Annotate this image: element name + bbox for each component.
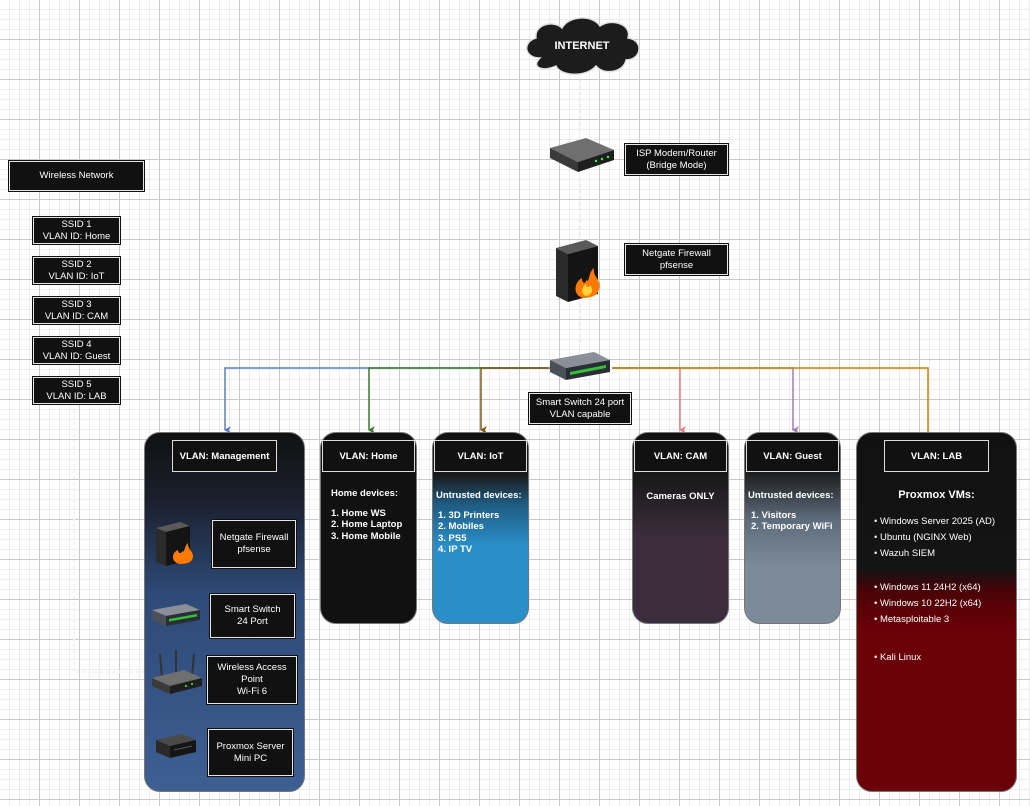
list-item: 2. Temporary WiFi (751, 521, 833, 532)
vlan-lab-vm-list: • Windows Server 2025 (AD) • Ubuntu (NGI… (874, 514, 995, 666)
vlan-iot-heading: Untrusted devices: (436, 490, 522, 501)
list-item: 1. Visitors (751, 509, 797, 521)
vlan-cam-details: Cameras ONLY (632, 491, 729, 503)
list-item: 4. IP TV (438, 544, 473, 555)
list-item: 3. PS5 (438, 532, 467, 544)
link-switch-iot (480, 367, 560, 434)
vlan-lab-title: VLAN: LAB (884, 440, 989, 472)
list-item: • Windows 11 24H2 (x64) (874, 582, 981, 593)
vlan-guest-details: Untrusted devices: 1. Visitors 2. Tempor… (748, 490, 834, 533)
list-item: 1. Home WS (331, 507, 386, 519)
internet-label: INTERNET (554, 40, 610, 52)
switch-icon (548, 348, 612, 386)
vlan-home-details: Home devices: 1. Home WS 2. Home Laptop … (331, 488, 402, 542)
link-switch-management (224, 367, 548, 434)
list-item: 2. Mobiles (438, 521, 484, 532)
vlan-lab-heading: Proxmox VMs: (898, 489, 975, 501)
list-item: • Wazuh SIEM (874, 548, 936, 559)
link-switch-guest (612, 367, 799, 434)
vlan-guest-heading: Untrusted devices: (748, 490, 834, 501)
mgmt-firewall-icon (154, 520, 198, 568)
internet-cloud: INTERNET (520, 14, 644, 80)
link-wireless-ap (73, 410, 152, 673)
vlan-home-title: VLAN: Home (322, 440, 415, 472)
firewall-icon (552, 238, 606, 304)
link-switch-lab (612, 367, 934, 442)
list-item: 2. Home Laptop (331, 519, 403, 530)
vlan-cam-heading: Cameras ONLY (646, 491, 715, 502)
mgmt-access-point-icon (150, 648, 204, 696)
vlan-home-heading: Home devices: (331, 488, 399, 499)
vlan-management-title: VLAN: Management (172, 440, 277, 472)
list-item: • Windows 10 22H2 (x64) (874, 598, 982, 609)
list-item: 1. 3D Printers (438, 509, 500, 521)
vlan-cam-title: VLAN: CAM (634, 440, 727, 472)
list-item: • Windows Server 2025 (AD) (874, 516, 996, 527)
vlan-lab-panel (856, 432, 1017, 792)
list-item: • Kali Linux (874, 652, 922, 663)
link-switch-home (368, 367, 548, 434)
list-item: 3. Home Mobile (331, 530, 401, 542)
mgmt-proxmox-server-icon (154, 730, 198, 762)
vlan-guest-title: VLAN: Guest (746, 440, 839, 472)
vlan-iot-details: Untrusted devices: 1. 3D Printers 2. Mob… (436, 490, 522, 556)
vlan-iot-title: VLAN: IoT (434, 440, 527, 472)
list-item: • Ubuntu (NGINX Web) (874, 532, 972, 543)
modem-router-icon (546, 132, 616, 174)
modem-label: ISP Modem/Router(Bridge Mode) (624, 143, 729, 176)
cloud-icon (526, 17, 640, 75)
mgmt-switch-icon (150, 600, 202, 630)
list-item: • Metasploitable 3 (874, 614, 950, 625)
wireless-network-title: Wireless Network (8, 160, 145, 192)
